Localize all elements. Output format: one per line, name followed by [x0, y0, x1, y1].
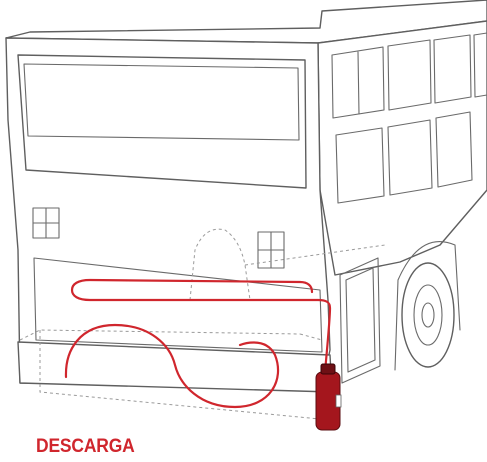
pressure-gauge	[336, 395, 341, 407]
descarga-caption: DESCARGA	[36, 437, 135, 456]
side-engine-door-inner	[346, 268, 375, 372]
rear-wheel	[402, 263, 454, 367]
fire-extinguisher-cylinder	[316, 364, 341, 430]
upper-windshield	[18, 55, 306, 188]
bus-side	[318, 21, 487, 275]
cylinder-valve	[321, 364, 335, 374]
